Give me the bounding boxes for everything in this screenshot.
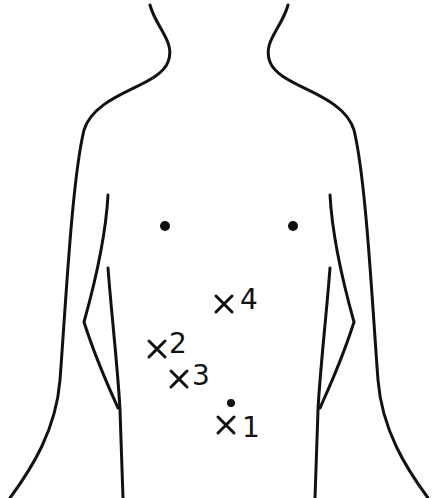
callout-number: 1 <box>242 414 260 442</box>
arm-outline <box>320 195 354 408</box>
point-dot <box>227 399 235 407</box>
callout-number: 2 <box>169 330 187 358</box>
torso-side <box>108 268 123 498</box>
callout-number: 4 <box>240 286 258 314</box>
body-outline <box>268 5 428 498</box>
arm-outline <box>84 195 118 408</box>
x-mark <box>149 341 165 357</box>
body-outline <box>10 5 170 498</box>
callout-number: 3 <box>192 362 210 390</box>
nipple <box>288 221 298 231</box>
x-mark <box>216 296 232 312</box>
torso-side <box>315 268 330 498</box>
x-mark <box>218 417 234 433</box>
nipple <box>160 221 170 231</box>
x-mark <box>171 371 187 387</box>
